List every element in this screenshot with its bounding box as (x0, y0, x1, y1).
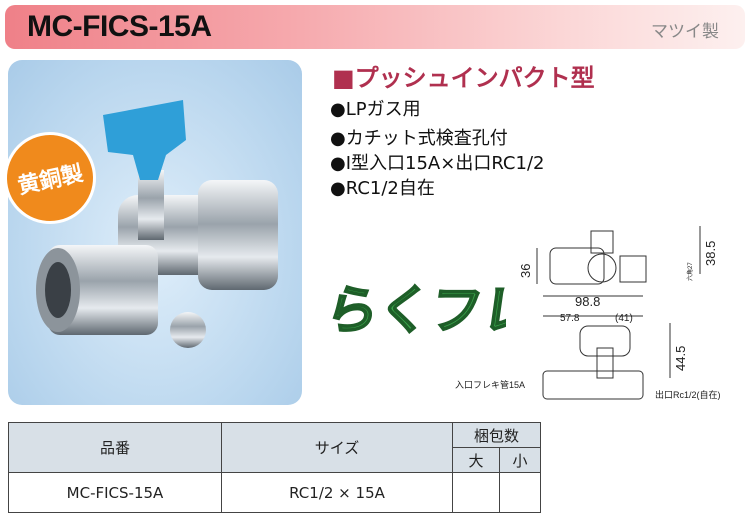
valve-image (36, 100, 278, 348)
header-pack: 梱包数 (452, 422, 541, 448)
dim-44-5: 44.5 (673, 346, 688, 371)
dim-57-8: 57.8 (560, 313, 580, 324)
header-part-no: 品番 (8, 422, 222, 473)
header-size: サイズ (221, 422, 453, 473)
product-type: ■プッシュインパクト型 (332, 64, 595, 92)
cell-part-no: MC-FICS-15A (8, 472, 222, 513)
spec-table: 品番 サイズ 梱包数 大 小 MC-FICS-15A RC1/2 × 15A (8, 422, 541, 513)
feature-item: ●カチット式検査孔付 (330, 128, 508, 149)
feature-item: ●RC1/2自在 (330, 178, 435, 199)
dim-98-8: 98.8 (575, 294, 600, 309)
maker-label: マツイ製 (651, 22, 719, 42)
rakufure-logo: らくフレ (321, 272, 539, 346)
cell-size: RC1/2 × 15A (221, 472, 453, 513)
inlet-label: 入口フレキ管15A (455, 379, 525, 390)
feature-item: ●I型入口15A×出口RC1/2 (330, 153, 545, 174)
title-bar: MC-FICS-15A マツイ製 (5, 5, 745, 49)
feature-item: ●LPガス用 (330, 99, 421, 120)
dim-hex27: 六角27 (686, 262, 694, 281)
header-large: 大 (452, 447, 500, 473)
svg-text:らくフレ: らくフレ (328, 281, 506, 341)
table-row: MC-FICS-15A RC1/2 × 15A (8, 472, 541, 513)
header-small: 小 (499, 447, 541, 473)
outlet-label: 出口Rc1/2(自在) (655, 389, 721, 400)
dimension-drawing: 36 38.5 98.8 57.8 (41) 44.5 六角27 入口フレキ管1… (455, 226, 752, 408)
cell-small (499, 472, 541, 513)
dim-38-5: 38.5 (703, 241, 718, 266)
product-photo: 黄銅製 (0, 60, 302, 405)
cell-large (452, 472, 500, 513)
dim-41: (41) (615, 313, 633, 324)
dim-36: 36 (518, 264, 533, 278)
page-title: MC-FICS-15A (27, 10, 212, 43)
